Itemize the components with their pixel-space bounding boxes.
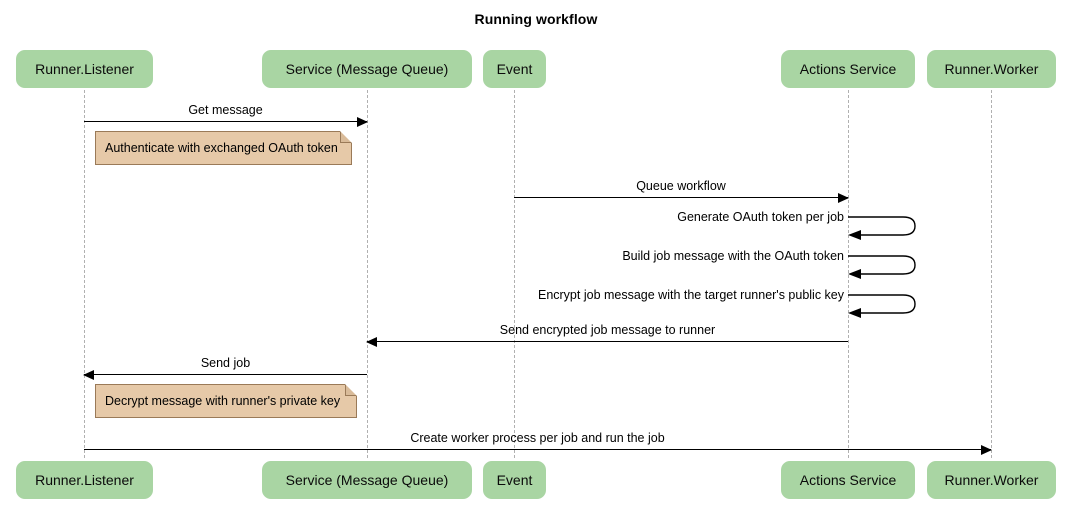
participant-label: Runner.Worker [944,472,1039,488]
message-label-send-encrypted-job-message-to-runner: Send encrypted job message to runner [499,323,716,337]
participant-runner-worker-bottom[interactable]: Runner.Worker [927,461,1056,499]
lifeline-event [514,90,515,458]
message-arrow-send-job [83,370,367,380]
lifeline-service-message-queue [367,90,368,458]
note-fold-corner-icon [340,131,352,143]
note-text: Authenticate with exchanged OAuth token [105,141,338,155]
participant-actions-service-bottom[interactable]: Actions Service [781,461,915,499]
message-label-build-job-message-with-the-oauth-token: Build job message with the OAuth token [622,249,844,263]
note-text: Decrypt message with runner's private ke… [105,394,341,408]
arrowhead-right-icon [838,193,849,203]
lifeline-runner-listener [84,90,85,458]
note-decrypt: Decrypt message with runner's private ke… [95,384,357,418]
message-label-queue-workflow: Queue workflow [636,179,726,193]
message-arrow-create-worker-process-per-job-and-run-the-job [84,445,992,455]
arrowhead-right-icon [357,117,368,127]
participant-label: Runner.Listener [35,61,134,77]
note-authenticate: Authenticate with exchanged OAuth token [95,131,352,165]
participant-event-bottom[interactable]: Event [483,461,546,499]
participant-event-top[interactable]: Event [483,50,546,88]
participant-label: Service (Message Queue) [285,61,449,77]
message-arrow-queue-workflow [514,193,849,203]
message-label-create-worker-process-per-job-and-run-the-job: Create worker process per job and run th… [410,431,665,445]
arrowhead-left-icon [366,337,377,347]
message-label-send-job: Send job [200,356,251,370]
lifeline-runner-worker [991,90,992,458]
participant-label: Runner.Worker [944,61,1039,77]
note-fold-corner-icon [345,384,357,396]
participant-label: Event [496,472,533,488]
message-arrow-send-encrypted-job-message-to-runner [366,337,848,347]
participant-label: Actions Service [799,472,897,488]
message-label-generate-oauth-token-per-job: Generate OAuth token per job [677,210,844,224]
participant-actions-service-top[interactable]: Actions Service [781,50,915,88]
message-arrow-build-job-message-with-the-oauth-token [848,255,928,283]
participant-runner-listener-top[interactable]: Runner.Listener [16,50,153,88]
participant-label: Actions Service [799,61,897,77]
arrowhead-right-icon [981,445,992,455]
participant-service-message-queue-bottom[interactable]: Service (Message Queue) [262,461,472,499]
message-label-get-message: Get message [188,103,263,117]
participant-label: Runner.Listener [35,472,134,488]
message-arrow-generate-oauth-token-per-job [848,216,928,244]
message-arrow-encrypt-job-message-with-the-target-runners-public-key [848,294,928,322]
message-arrow-get-message [84,117,368,127]
participant-runner-listener-bottom[interactable]: Runner.Listener [16,461,153,499]
participant-runner-worker-top[interactable]: Runner.Worker [927,50,1056,88]
diagram-title: Running workflow [474,11,598,27]
message-label-encrypt-job-message-with-the-target-runners-public-key: Encrypt job message with the target runn… [537,288,844,302]
participant-service-message-queue-top[interactable]: Service (Message Queue) [262,50,472,88]
participant-label: Event [496,61,533,77]
arrowhead-left-icon [83,370,94,380]
participant-label: Service (Message Queue) [285,472,449,488]
